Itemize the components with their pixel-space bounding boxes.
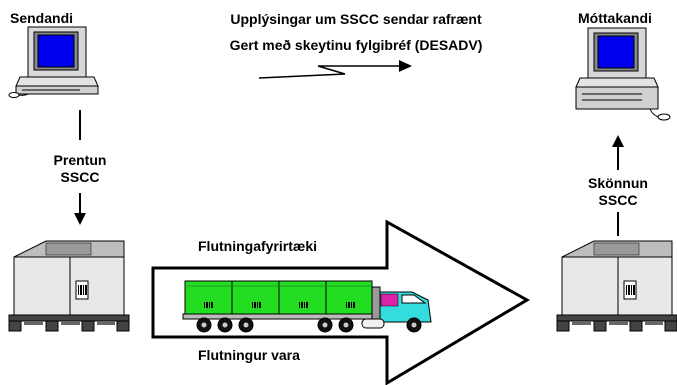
sender-label: Sendandi	[10, 10, 74, 26]
print-step-line-2: SSCC	[60, 169, 100, 185]
message-line-1: Upplýsingar um SSCC sendar rafrænt	[230, 11, 482, 27]
print-step-label: Prentun SSCC	[40, 152, 120, 186]
transport-top-label: Flutningafyrirtæki	[198, 238, 318, 254]
message-line-2: Gert með skeytinu fylgibréf (DESADV)	[229, 37, 483, 53]
sender-computer-icon	[8, 26, 99, 98]
scan-step-line-2: SSCC	[598, 192, 638, 208]
scan-step-label: Skönnun SSCC	[578, 175, 658, 209]
receiver-pallet-icon	[556, 240, 677, 332]
scan-step-line-1: Skönnun	[588, 175, 648, 191]
receiver-computer-icon	[575, 27, 671, 121]
receiver-label: Móttakandi	[578, 10, 652, 26]
sender-pallet-icon	[8, 240, 130, 332]
transport-bottom-label: Flutningur vara	[198, 347, 300, 363]
print-step-line-1: Prentun	[53, 152, 107, 168]
